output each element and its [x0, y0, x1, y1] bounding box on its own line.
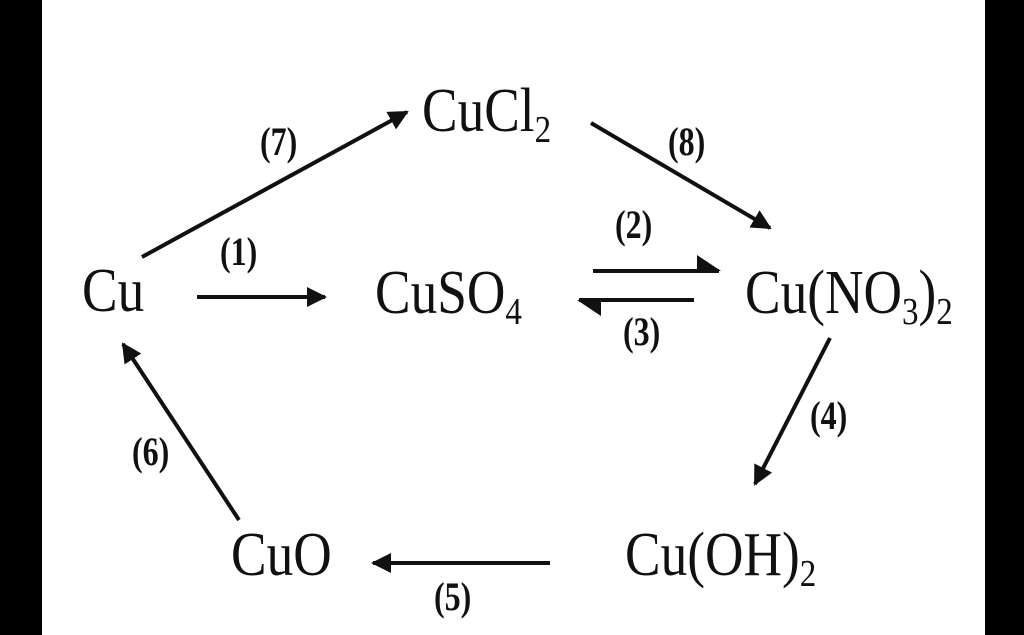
step-label-1: (1): [220, 229, 258, 274]
step-label-8: (8): [668, 119, 706, 164]
step-label-6: (6): [132, 429, 170, 474]
step-label-4: (4): [810, 393, 848, 438]
step-label-3: (3): [623, 309, 661, 354]
arrows-layer: [121, 110, 832, 573]
step-label-5: (5): [434, 574, 472, 619]
arrow-7: [141, 110, 409, 259]
compound-cuoh2: Cu(OH)2: [625, 521, 817, 595]
compound-cuso4: CuSO4: [375, 259, 522, 333]
step-label-2: (2): [615, 202, 653, 247]
compound-cucl2: CuCl2: [422, 77, 552, 151]
compound-cuo: CuO: [231, 521, 332, 589]
step-label-7: (7): [260, 119, 298, 164]
arrow-8: [589, 121, 772, 230]
reaction-diagram: Cu CuCl2 CuSO4 Cu(NO3)2 Cu(OH)2 CuO (1) …: [42, 0, 985, 635]
arrow-6: [121, 342, 241, 522]
compound-cu: Cu: [82, 257, 145, 325]
compound-cuno32: Cu(NO3)2: [745, 259, 953, 333]
arrow-4: [753, 337, 832, 486]
